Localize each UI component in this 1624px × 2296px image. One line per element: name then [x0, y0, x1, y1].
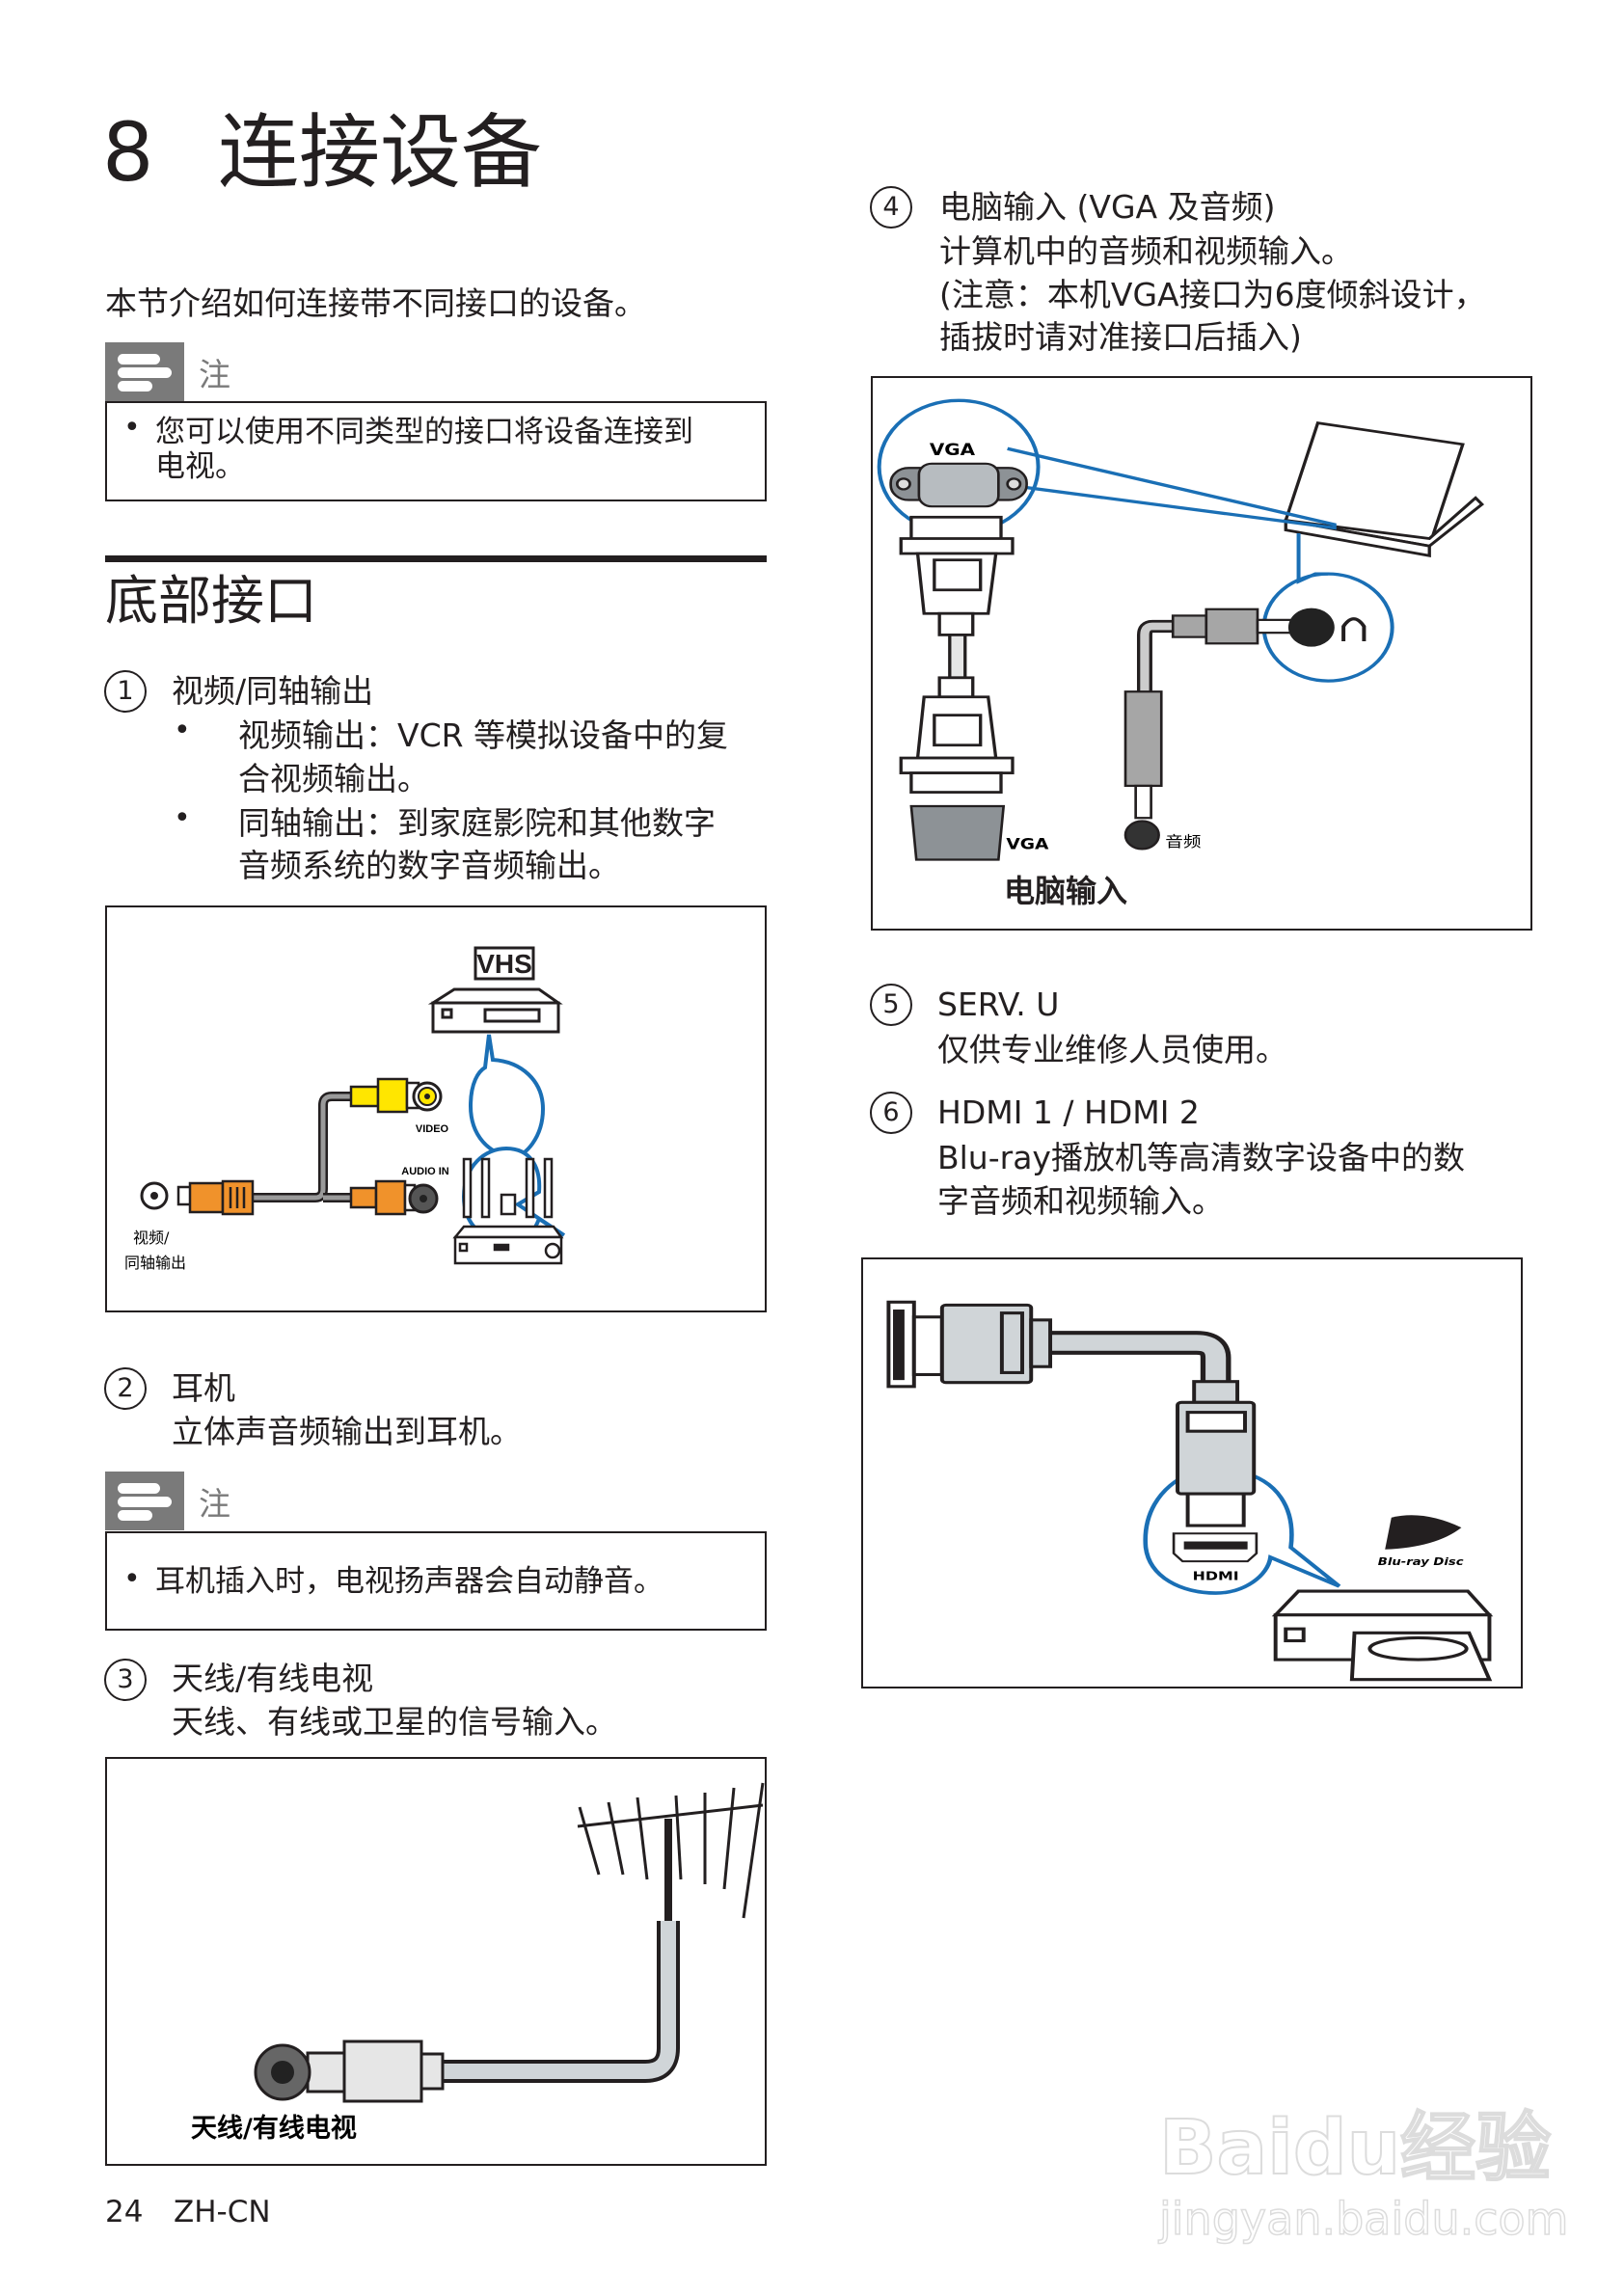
- figure-caption: 电脑输入: [1004, 873, 1128, 909]
- item-title-5: SERV. U: [937, 986, 1060, 1023]
- audio-label: 音频: [1165, 834, 1201, 851]
- audio-in-label: AUDIO IN: [401, 1166, 449, 1177]
- bullet-2-line1: 同轴输出：到家庭影院和其他数字: [238, 804, 716, 842]
- coax-plug-left: [176, 1179, 255, 1216]
- antenna-cable: [443, 1921, 676, 2079]
- watermark-url: jingyan.baidu.com: [1158, 2192, 1569, 2246]
- coax-label-line2: 同轴输出: [124, 1254, 186, 1272]
- item-title-1: 视频/同轴输出: [172, 672, 374, 710]
- item-title-3: 天线/有线电视: [172, 1660, 374, 1697]
- home-theater-icon: [452, 1157, 564, 1265]
- antenna-label: 天线/有线电视: [191, 2114, 357, 2144]
- note-label: 注: [199, 1485, 230, 1523]
- bullet-1-line1: 视频输出：VCR 等模拟设备中的复: [238, 716, 729, 754]
- figure-hdmi: HDMI Blu-ray Disc: [861, 1257, 1523, 1688]
- bullet-2-line2: 音频系统的数字音频输出。: [238, 847, 620, 884]
- item-number-1: 1: [104, 670, 147, 713]
- figure-pc-input: VGA VGA: [871, 376, 1532, 931]
- pc-input-diagram-main: VGA VGA: [877, 398, 1485, 861]
- chapter-title: 8 连接设备: [102, 104, 542, 201]
- watermark-brand: Baidu经验: [1158, 2104, 1552, 2193]
- note-icon: [105, 1472, 184, 1530]
- footer-lang: ZH-CN: [174, 2195, 271, 2229]
- vcr-icon: [427, 987, 563, 1034]
- item-desc-3: 天线、有线或卫星的信号输入。: [172, 1703, 617, 1741]
- vga-callout-label: VGA: [930, 441, 976, 459]
- vhs-logo-text: VHS: [476, 949, 532, 979]
- note-label: 注: [199, 356, 230, 393]
- bullet-dot: •: [123, 1562, 141, 1596]
- baidu-watermark: Baidu经验 jingyan.baidu.com: [1158, 2066, 1569, 2259]
- item-number-5: 5: [870, 984, 912, 1026]
- vga-port-label: VGA: [1006, 836, 1049, 853]
- vhs-logo: [474, 946, 535, 981]
- audio-cable: [1140, 622, 1174, 696]
- item-desc-5: 仅供专业维修人员使用。: [937, 1031, 1287, 1068]
- note-box: • 您可以使用不同类型的接口将设备连接到 电视。: [105, 401, 767, 501]
- video-label: VIDEO: [416, 1123, 449, 1135]
- item-number-6: 6: [870, 1092, 912, 1134]
- section-title: 底部接口: [105, 570, 318, 632]
- item-title-4: 电脑输入 (VGA 及音频): [939, 188, 1276, 226]
- note-text: 耳机插入时，电视扬声器会自动静音。: [155, 1564, 663, 1599]
- coax-plug-right: [349, 1179, 417, 1216]
- item-desc-4-line2: (注意：本机VGA接口为6度倾斜设计，: [939, 276, 1486, 313]
- antenna-icon: [577, 1782, 765, 1921]
- hdmi-plug-left: [886, 1300, 1053, 1389]
- item-desc-4-line3: 插拔时请对准接口后插入): [939, 318, 1302, 356]
- vga-port-bottom: [909, 804, 1006, 861]
- vga-cable: [899, 515, 1015, 794]
- note-box: • 耳机插入时，电视扬声器会自动静音。: [105, 1531, 767, 1631]
- laptop-icon: [1284, 421, 1485, 557]
- item-title-6: HDMI 1 / HDMI 2: [937, 1094, 1200, 1131]
- audio-plug: [1123, 608, 1298, 820]
- bullet-dot: •: [174, 801, 191, 835]
- video-callout: [468, 1034, 546, 1159]
- note-icon: [105, 342, 184, 401]
- item-desc-4-line1: 计算机中的音频和视频输入。: [939, 232, 1353, 270]
- antenna-diagram: 天线/有线电视: [191, 1782, 765, 2144]
- video-coax-diagram: VHS VIDEO: [124, 946, 566, 1272]
- rca-cable: [253, 1094, 360, 1201]
- chapter-title-text: 连接设备: [218, 105, 543, 200]
- item-desc-6-line1: Blu-ray播放机等高清数字设备中的数: [937, 1139, 1465, 1176]
- vga-port: [889, 462, 1028, 508]
- headphone-icon: [1341, 617, 1367, 642]
- figure-antenna: 天线/有线电视: [105, 1757, 767, 2166]
- item-number-4: 4: [870, 186, 912, 229]
- item-title-2: 耳机: [172, 1369, 235, 1407]
- bullet-dot: •: [174, 714, 191, 747]
- page-number: 24: [105, 2195, 144, 2229]
- item-desc-2: 立体声音频输出到耳机。: [172, 1413, 522, 1450]
- section-rule: [105, 555, 767, 562]
- hdmi-label: HDMI: [1193, 1570, 1239, 1583]
- intro-text: 本节介绍如何连接带不同接口的设备。: [105, 284, 646, 322]
- hdmi-diagram: HDMI Blu-ray Disc: [886, 1300, 1494, 1682]
- audio-jack: [1123, 820, 1160, 851]
- bluray-logo: Blu-ray Disc: [1378, 1515, 1464, 1568]
- chapter-number: 8: [102, 105, 154, 200]
- bullet-dot: •: [123, 411, 141, 445]
- yellow-video-plug: [349, 1077, 420, 1114]
- item-number-3: 3: [104, 1659, 147, 1701]
- headphone-jack: [1287, 608, 1335, 647]
- note-text-line1: 您可以使用不同类型的接口将设备连接到: [155, 415, 693, 449]
- figure-video-coax: VHS VIDEO: [105, 905, 767, 1312]
- bullet-1-line2: 合视频输出。: [238, 760, 429, 797]
- hdmi-plug-vertical: [1176, 1380, 1257, 1527]
- bluray-player-icon: [1271, 1589, 1494, 1682]
- coax-label-line1: 视频/: [133, 1229, 170, 1247]
- note-text-line2: 电视。: [155, 449, 245, 484]
- antenna-plug: [306, 2039, 445, 2103]
- svg-text:Blu-ray Disc: Blu-ray Disc: [1378, 1556, 1464, 1568]
- item-desc-6-line2: 字音频和视频输入。: [937, 1182, 1224, 1220]
- hdmi-cable: [1050, 1335, 1227, 1382]
- item-number-2: 2: [104, 1367, 147, 1410]
